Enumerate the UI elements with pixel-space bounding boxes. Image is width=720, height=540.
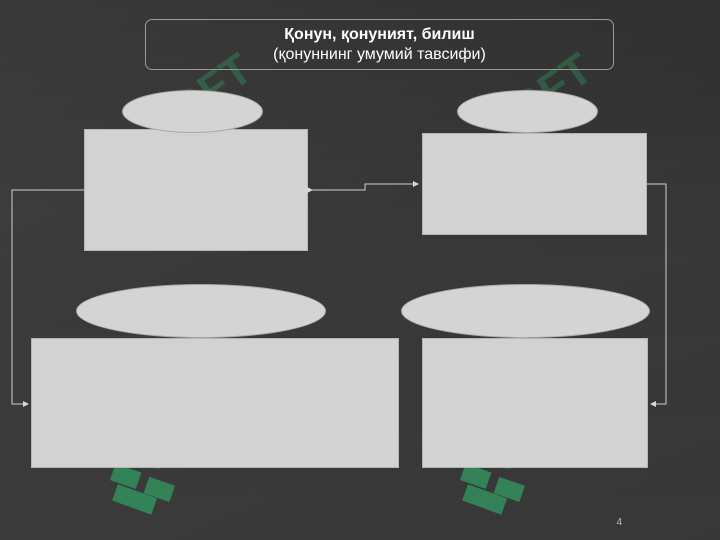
ellipse-bottom-right [401,284,650,338]
ellipse-bottom-left [76,284,326,338]
box-top-left [84,129,308,251]
box-top-right [422,133,647,235]
ellipse-top-left [122,90,263,133]
title-subtitle: (қонуннинг умумий тавсифи) [273,46,486,63]
title-box: Қонун, қонуният, билиш (қонуннинг умумий… [145,19,614,70]
ellipse-top-right [457,90,598,133]
box-bottom-right [422,338,648,468]
title-main: Қонун, қонуният, билиш [284,26,475,43]
page-number: 4 [616,517,622,528]
box-bottom-left [31,338,399,468]
